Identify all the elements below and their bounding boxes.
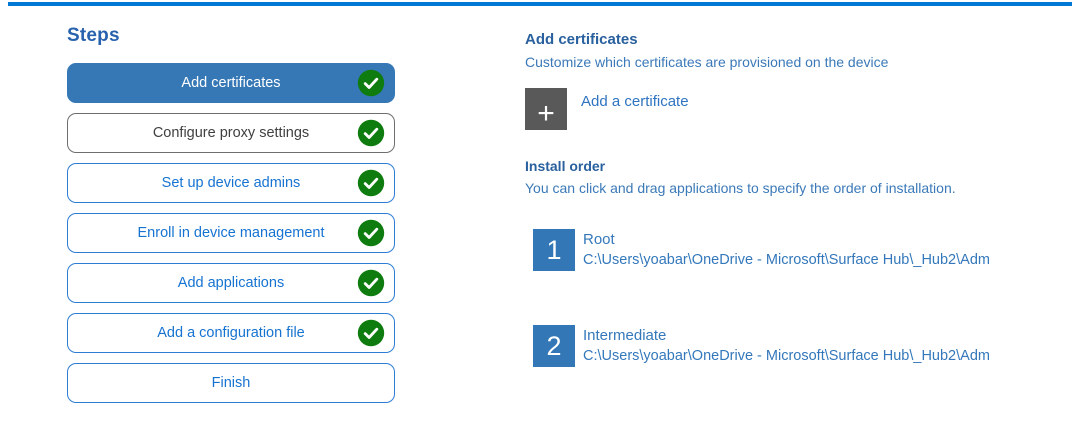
step-label: Add certificates	[181, 75, 281, 91]
step-configure-proxy-settings[interactable]: Configure proxy settings	[67, 113, 395, 153]
step-finish[interactable]: Finish	[67, 363, 395, 403]
page-subtitle: Customize which certificates are provisi…	[525, 54, 889, 70]
step-enroll-in-device-management[interactable]: Enroll in device management	[67, 213, 395, 253]
add-certificate-label: Add a certificate	[581, 93, 689, 110]
add-certificate-button[interactable]: + Add a certificate	[525, 88, 689, 130]
order-item-name: Root	[583, 231, 615, 248]
step-add-certificates[interactable]: Add certificates	[67, 63, 395, 103]
order-number-badge: 2	[533, 325, 575, 367]
install-order-item-root[interactable]: 1 Root C:\Users\yoabar\OneDrive - Micros…	[533, 229, 990, 271]
order-item-path: C:\Users\yoabar\OneDrive - Microsoft\Sur…	[583, 348, 990, 364]
order-item-name: Intermediate	[583, 327, 667, 344]
step-label: Add a configuration file	[157, 325, 305, 341]
order-item-text: Root C:\Users\yoabar\OneDrive - Microsof…	[583, 229, 990, 270]
step-set-up-device-admins[interactable]: Set up device admins	[67, 163, 395, 203]
order-item-text: Intermediate C:\Users\yoabar\OneDrive - …	[583, 325, 990, 366]
step-label: Finish	[211, 375, 251, 391]
step-label: Add applications	[177, 275, 285, 291]
step-label: Configure proxy settings	[152, 125, 310, 141]
check-icon	[357, 219, 385, 247]
check-icon	[357, 169, 385, 197]
check-icon	[357, 319, 385, 347]
check-icon	[357, 269, 385, 297]
order-number-badge: 1	[533, 229, 575, 271]
install-order-hint: You can click and drag applications to s…	[525, 180, 956, 196]
install-order-heading: Install order	[525, 158, 606, 174]
check-icon	[357, 69, 385, 97]
step-add-a-configuration-file[interactable]: Add a configuration file	[67, 313, 395, 353]
top-accent-rule	[8, 2, 1072, 6]
install-order-item-intermediate[interactable]: 2 Intermediate C:\Users\yoabar\OneDrive …	[533, 325, 990, 367]
order-item-path: C:\Users\yoabar\OneDrive - Microsoft\Sur…	[583, 252, 990, 268]
check-icon	[357, 119, 385, 147]
page-title: Add certificates	[525, 31, 638, 48]
steps-list: Add certificates Configure proxy setting…	[67, 63, 395, 403]
step-label: Enroll in device management	[137, 225, 325, 241]
step-label: Set up device admins	[161, 175, 301, 191]
plus-icon[interactable]: +	[525, 88, 567, 130]
steps-sidebar: Steps Add certificates Configure proxy s…	[67, 25, 395, 403]
step-add-applications[interactable]: Add applications	[67, 263, 395, 303]
steps-title: Steps	[67, 25, 120, 46]
